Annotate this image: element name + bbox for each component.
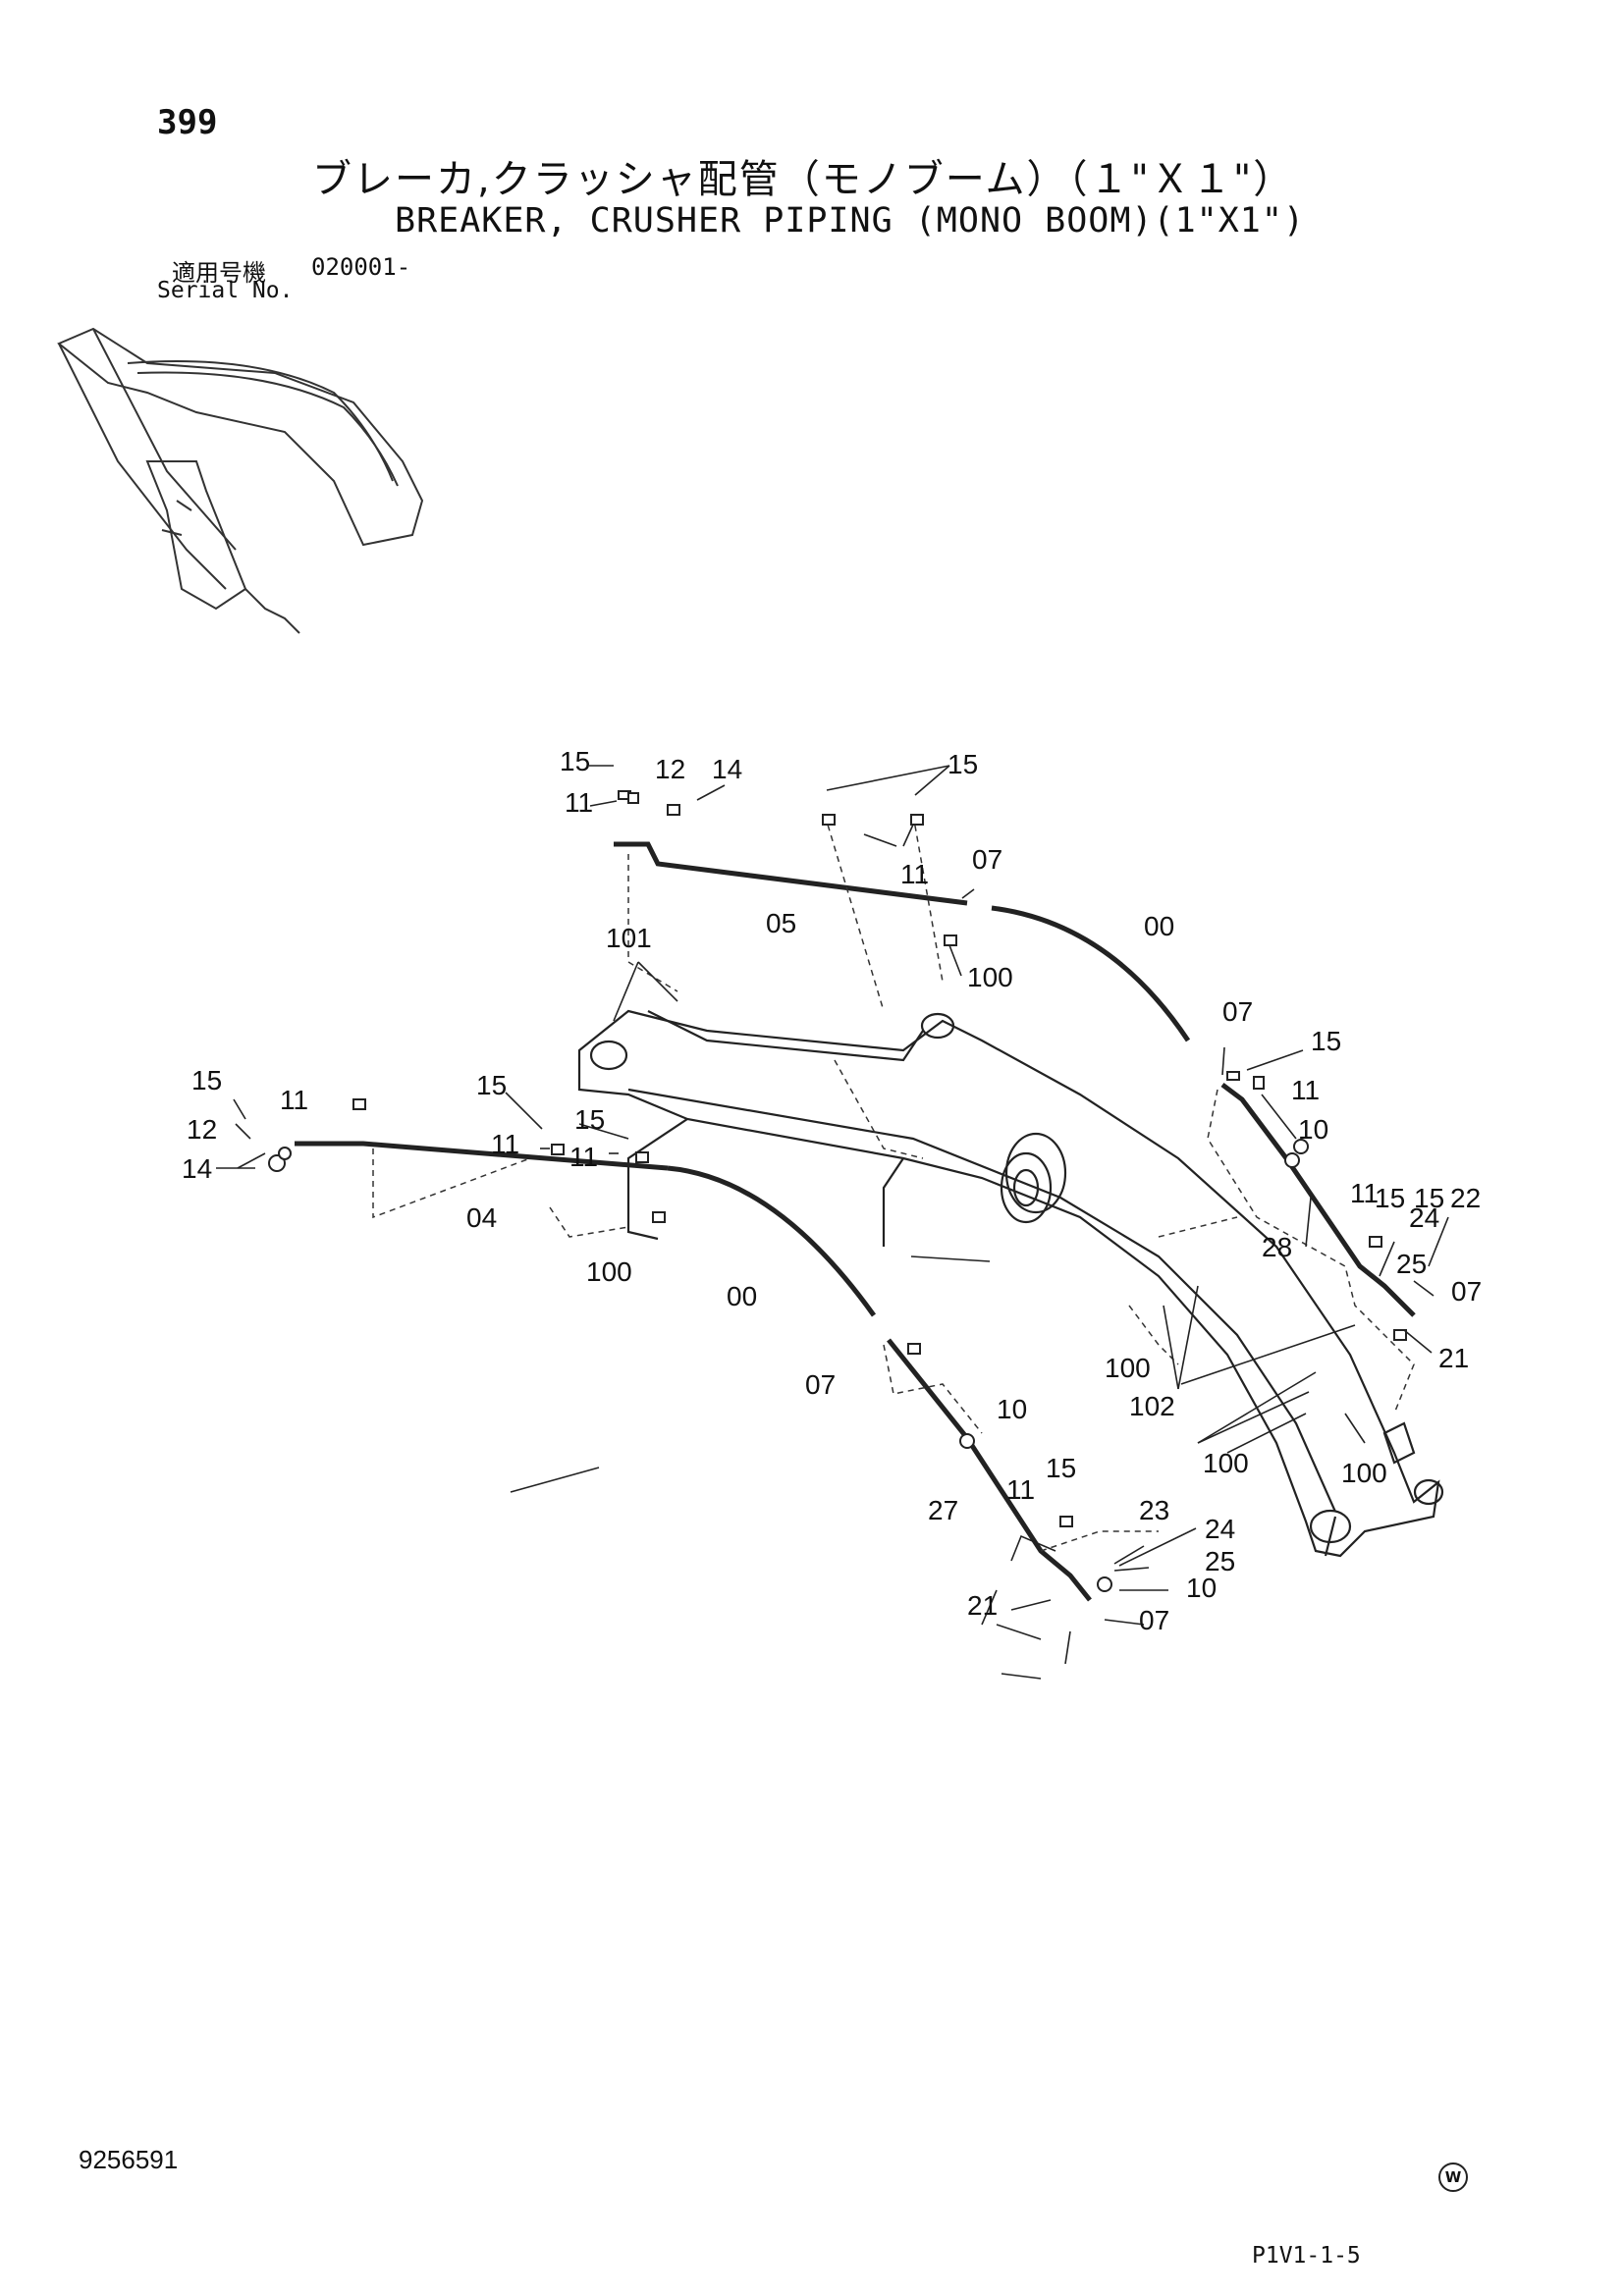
callout-07: 07	[1451, 1276, 1482, 1307]
callout-11: 11	[1350, 1178, 1379, 1208]
callout-04: 04	[466, 1202, 497, 1233]
callout-21: 21	[967, 1590, 998, 1621]
document-number: 9256591	[79, 2145, 179, 2174]
overview-thumbnail	[57, 327, 424, 634]
callout-15: 15	[947, 749, 978, 779]
callout-15: 15	[1311, 1026, 1341, 1056]
callout-07: 07	[1222, 996, 1253, 1027]
guide-lines	[372, 814, 1415, 1552]
callout-24: 24	[1205, 1514, 1235, 1544]
callout-102: 102	[1129, 1391, 1175, 1421]
serial-label-english: Serial No.	[157, 278, 294, 303]
callout-14: 14	[182, 1153, 212, 1184]
callout-27: 27	[928, 1495, 958, 1525]
callout-100: 100	[1105, 1353, 1151, 1383]
callout-100: 100	[967, 962, 1013, 992]
callout-15: 15	[1375, 1183, 1405, 1213]
callout-12: 12	[655, 754, 685, 784]
callout-15: 15	[574, 1104, 605, 1135]
callout-15: 15	[560, 746, 590, 776]
callout-14: 14	[712, 754, 742, 784]
title-japanese: ブレーカ,クラッシャ配管（モノブーム）（１"Ｘ１"）	[312, 157, 1295, 202]
callout-100: 100	[586, 1256, 632, 1287]
callout-11: 11	[491, 1129, 519, 1159]
callout-10: 10	[1186, 1573, 1217, 1603]
callout-12: 12	[187, 1114, 217, 1145]
serial-label-japanese: 適用号機	[172, 259, 266, 287]
callout-22: 22	[1450, 1183, 1481, 1213]
callout-23: 23	[1139, 1495, 1169, 1525]
callout-00: 00	[1144, 911, 1174, 941]
callout-11: 11	[1006, 1474, 1035, 1505]
callout-11: 11	[1291, 1075, 1320, 1105]
callout-25: 25	[1205, 1546, 1235, 1576]
fittings	[268, 790, 1407, 1592]
page-number: 399	[157, 103, 218, 142]
callout-25: 25	[1396, 1249, 1427, 1279]
callout-05: 05	[766, 908, 796, 938]
callout-10: 10	[997, 1394, 1027, 1424]
callout-15: 15	[191, 1065, 222, 1095]
callout-100: 100	[1203, 1448, 1249, 1478]
callout-11: 11	[280, 1085, 308, 1115]
manufacturer-logo: W	[1438, 2163, 1468, 2192]
callout-24: 24	[1409, 1202, 1439, 1233]
callout-11: 11	[569, 1142, 598, 1172]
callout-15: 15	[1046, 1453, 1076, 1483]
callout-10: 10	[1298, 1114, 1328, 1145]
callout-11: 11	[900, 859, 929, 889]
callout-28: 28	[1262, 1232, 1292, 1262]
serial-number-value: 020001-	[311, 253, 411, 281]
callout-07: 07	[1139, 1605, 1169, 1635]
title-english: BREAKER, CRUSHER PIPING (MONO BOOM)(1"X1…	[395, 201, 1306, 240]
page-code: P1V1-1-5	[1252, 2243, 1361, 2269]
callout-07: 07	[972, 844, 1002, 875]
callout-11: 11	[565, 787, 593, 818]
callout-100: 100	[1341, 1458, 1387, 1488]
leader-lines	[216, 765, 1449, 1680]
piping-lines	[295, 841, 1416, 1602]
callout-15: 15	[1414, 1183, 1444, 1213]
callout-00: 00	[727, 1281, 757, 1311]
callout-101: 101	[606, 923, 652, 953]
callout-15: 15	[476, 1070, 507, 1100]
callout-21: 21	[1438, 1343, 1469, 1373]
callout-07: 07	[805, 1369, 836, 1400]
boom-structure	[577, 1009, 1444, 1558]
